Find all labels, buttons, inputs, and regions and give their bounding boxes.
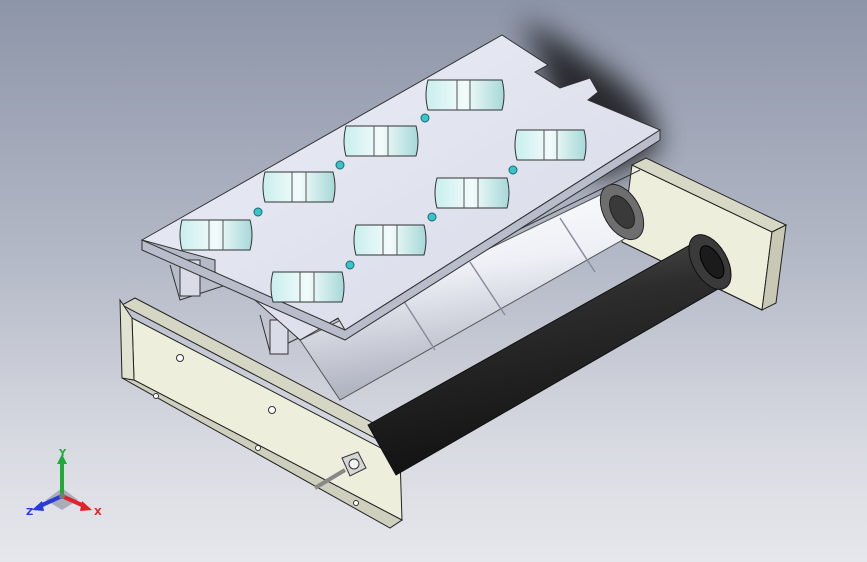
plate-window bbox=[353, 224, 427, 256]
top-plate[interactable] bbox=[140, 34, 662, 341]
plate-window bbox=[343, 125, 419, 157]
z-axis-label: Z bbox=[26, 507, 33, 518]
lower-dark-tube[interactable] bbox=[367, 228, 740, 476]
plate-window bbox=[270, 271, 345, 303]
plate-window bbox=[262, 171, 336, 203]
plate-window bbox=[179, 219, 253, 251]
plate-window bbox=[434, 177, 510, 209]
plate-fasteners bbox=[253, 113, 518, 270]
plate-window bbox=[425, 79, 505, 111]
x-axis-arrow bbox=[61, 494, 85, 508]
triad-graphic: Y X Z bbox=[26, 448, 102, 518]
y-axis-label: Y bbox=[58, 448, 67, 459]
z-axis-arrow bbox=[39, 494, 63, 508]
orientation-triad[interactable]: Y X Z bbox=[26, 448, 106, 520]
plate-window bbox=[514, 129, 587, 161]
sensor-fitting[interactable] bbox=[313, 451, 367, 490]
left-end-bracket[interactable] bbox=[119, 297, 404, 529]
x-axis-label: X bbox=[94, 507, 102, 518]
